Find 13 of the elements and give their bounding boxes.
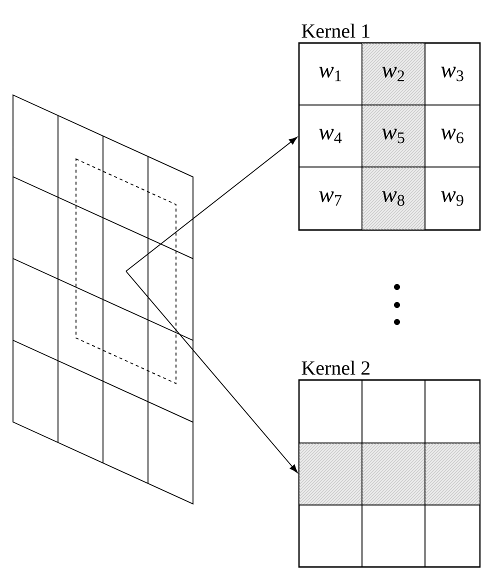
kernel-cell <box>298 504 362 568</box>
weight-cell: w$_{5}$ <box>382 128 404 144</box>
kernel-cell <box>362 504 426 568</box>
arrow <box>126 136 298 272</box>
kernel-cell <box>424 504 480 568</box>
weight-cell: w$_{2}$ <box>382 66 404 82</box>
kernel-title: Kernel 1 <box>302 24 370 38</box>
weight-cell: w$_{3}$ <box>424 42 480 106</box>
weight-cell: w$_{8}$ <box>382 191 404 206</box>
weight-cell: w$_{9}$ <box>424 166 480 230</box>
weight-cell: w$_{6}$ <box>424 104 480 168</box>
kernel-title: Kernel 2 <box>302 360 370 375</box>
arrow <box>126 270 298 473</box>
